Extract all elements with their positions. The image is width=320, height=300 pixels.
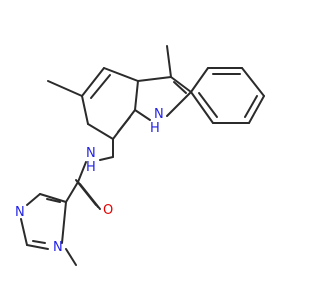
atom-amide-h: H	[86, 160, 96, 175]
amide-group	[65, 161, 101, 210]
atom-nh-indole-h: H	[150, 121, 160, 136]
atom-carbonyl-o: O	[103, 203, 113, 218]
indole-core	[47, 45, 192, 161]
atom-amide-n: N	[86, 146, 96, 161]
atom-imidazole-n-a: N	[15, 205, 25, 220]
atom-imidazole-n-b: N	[53, 240, 63, 255]
imidazole-ring	[20, 193, 77, 266]
molecule-structure: N H N H O N N	[15, 45, 265, 266]
atom-nh-indole: N	[154, 107, 164, 122]
atom-labels: N H N H O N N	[15, 107, 164, 255]
phenyl-ring	[190, 67, 265, 124]
